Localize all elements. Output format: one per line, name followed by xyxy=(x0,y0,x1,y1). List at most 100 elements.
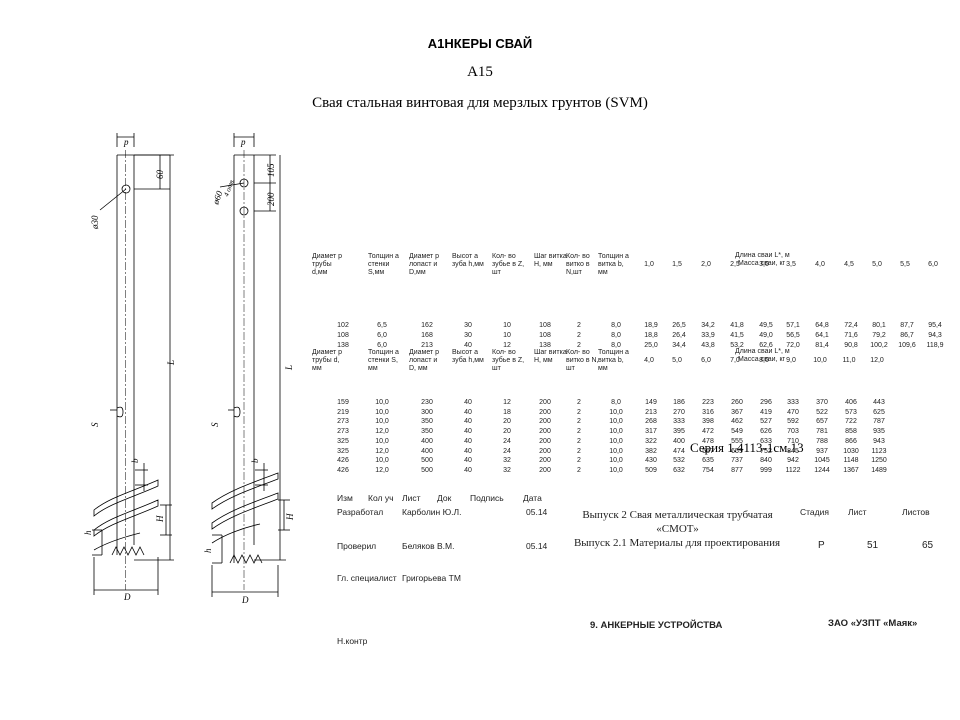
table2-table-cell: 12,0 xyxy=(375,428,389,436)
table2-table-cell: 430 xyxy=(645,457,657,465)
sheets-value: 65 xyxy=(922,540,934,551)
table2-table-cell: 20 xyxy=(503,428,511,436)
left-p-label: p xyxy=(123,137,129,147)
table2-table-cell: 426 xyxy=(337,457,349,465)
document-title: А1НКЕРЫ СВАЙ xyxy=(427,36,533,51)
table1-table-cell: 8,0 xyxy=(611,332,621,339)
table2-table-cell: 10,0 xyxy=(375,408,389,416)
table1-length-cell: 1,5 xyxy=(672,261,682,268)
table2-table-cell: 325 xyxy=(337,437,349,445)
table2-mass-header: Масса сваи, кг xyxy=(738,356,786,363)
table2-header-cell: Диамет р лопаст и D, мм xyxy=(409,349,440,372)
table2-length-cell: 5,0 xyxy=(672,357,682,364)
left-b-label: b xyxy=(130,458,140,463)
table2-table-cell: 333 xyxy=(673,418,685,426)
table1-table-cell: 2 xyxy=(577,322,581,329)
table2-table-cell: 40 xyxy=(464,447,472,455)
table2-table-cell: 592 xyxy=(787,418,799,426)
right-b-label: b xyxy=(250,458,260,463)
table2-table-cell: 1030 xyxy=(843,447,859,455)
table2-table-cell: 703 xyxy=(787,428,799,436)
table1-table-cell: 10 xyxy=(503,322,511,329)
table2-table-cell: 400 xyxy=(421,437,433,445)
table1-table-cell: 2 xyxy=(577,332,581,339)
table1-table-cell: 138 xyxy=(539,342,551,349)
table2-table-cell: 200 xyxy=(539,418,551,426)
table1-mass-header: Масса сваи, кг xyxy=(738,260,786,267)
table2-table-cell: 635 xyxy=(702,457,714,465)
table1-table-cell: 49,0 xyxy=(759,332,773,339)
right-p-label: p xyxy=(240,137,246,147)
table2-table-cell: 10,0 xyxy=(375,418,389,426)
table2-table-cell: 300 xyxy=(421,408,433,416)
table2-table-cell: 532 xyxy=(673,457,685,465)
table2-table-cell: 10,0 xyxy=(609,466,623,474)
table2-table-cell: 316 xyxy=(702,408,714,416)
table1-table-cell: 18,9 xyxy=(644,322,658,329)
table2-table-cell: 398 xyxy=(702,418,714,426)
table2-table-cell: 549 xyxy=(731,428,743,436)
table2-table-cell: 443 xyxy=(873,399,885,406)
table1-length-cell: 5,5 xyxy=(900,261,910,268)
right-200-label: 200 xyxy=(266,192,276,206)
table1-header-cell: Кол- во зубье в Z, шт xyxy=(492,253,525,276)
table2-table-cell: 24 xyxy=(503,447,511,455)
table1-table-cell: 41,8 xyxy=(730,322,744,329)
table2-table-cell: 382 xyxy=(645,447,657,455)
table2-table-cell: 1489 xyxy=(871,466,887,474)
table1-table-cell: 102 xyxy=(337,322,349,329)
table2-table-cell: 737 xyxy=(731,457,743,465)
table2-table-cell: 40 xyxy=(464,437,472,445)
table2-header-cell: Диамет р трубы d, мм xyxy=(312,349,343,372)
table2-table-cell: 632 xyxy=(673,466,685,474)
table1-table-cell: 41,5 xyxy=(730,332,744,339)
table2-table-cell: 1148 xyxy=(843,457,859,465)
checked-date: 05.14 xyxy=(526,541,548,551)
table2-table-cell: 2 xyxy=(577,399,581,406)
table1-table-cell: 138 xyxy=(337,342,349,349)
table2-table-cell: 710 xyxy=(787,437,799,445)
table1-header-cell: Шаг витка H, мм xyxy=(534,253,567,268)
stamp-col-data: Дата xyxy=(523,493,542,503)
developed-role: Разработал xyxy=(337,507,384,517)
table2-table-cell: 474 xyxy=(673,447,685,455)
table2-table-cell: 866 xyxy=(845,437,857,445)
table2-table-cell: 32 xyxy=(503,457,511,465)
left-60-label: 60 xyxy=(155,170,165,180)
table2-table-cell: 522 xyxy=(816,408,828,416)
developed-name: Карболин Ю.Л. xyxy=(402,507,462,517)
table2-table-cell: 149 xyxy=(645,399,657,406)
table1-table-cell: 6,0 xyxy=(377,342,387,349)
table2-table-cell: 367 xyxy=(731,408,743,416)
table2-table-cell: 2 xyxy=(577,457,581,465)
table2-header-cell: Толщин а стенки S, мм xyxy=(368,349,399,372)
table2-table-cell: 273 xyxy=(337,418,349,426)
section-title: 9. АНКЕРНЫЕ УСТРОЙСТВА xyxy=(590,620,723,631)
table2-table-cell: 2 xyxy=(577,418,581,426)
developed-date: 05.14 xyxy=(526,507,548,517)
table2-length-cell: 4,0 xyxy=(644,357,654,364)
table1-table-cell: 25,0 xyxy=(644,342,658,349)
stage-value: Р xyxy=(818,540,825,551)
table2-table-cell: 322 xyxy=(645,437,657,445)
sheet-header: Лист xyxy=(848,507,867,517)
table2-length-cell: 6,0 xyxy=(701,357,711,364)
table2-table-cell: 1122 xyxy=(785,466,801,474)
table1-length-cell: 1,0 xyxy=(644,261,654,268)
table2-table-cell: 12,0 xyxy=(375,447,389,455)
table1-length-cell: 2,0 xyxy=(701,261,711,268)
table2-table-cell: 567 xyxy=(702,447,714,455)
table2-table-cell: 10,0 xyxy=(609,428,623,436)
table1-table-cell: 95,4 xyxy=(928,322,942,329)
table2-table-cell: 40 xyxy=(464,408,472,416)
table2-table-cell: 406 xyxy=(845,399,857,406)
table2-header-cell: Кол- во витко в N, шт xyxy=(566,349,599,372)
table1-table-cell: 2 xyxy=(577,342,581,349)
table1-table-cell: 10 xyxy=(503,332,511,339)
table1-length-header: Длина сваи L*, м xyxy=(735,252,790,259)
stamp-col-dok: Док xyxy=(437,493,452,503)
table1-table-cell: 26,5 xyxy=(672,322,686,329)
table2-table-cell: 10,0 xyxy=(375,399,389,406)
chief-name: Григорьева ТМ xyxy=(402,573,461,583)
table2-table-cell: 500 xyxy=(421,466,433,474)
